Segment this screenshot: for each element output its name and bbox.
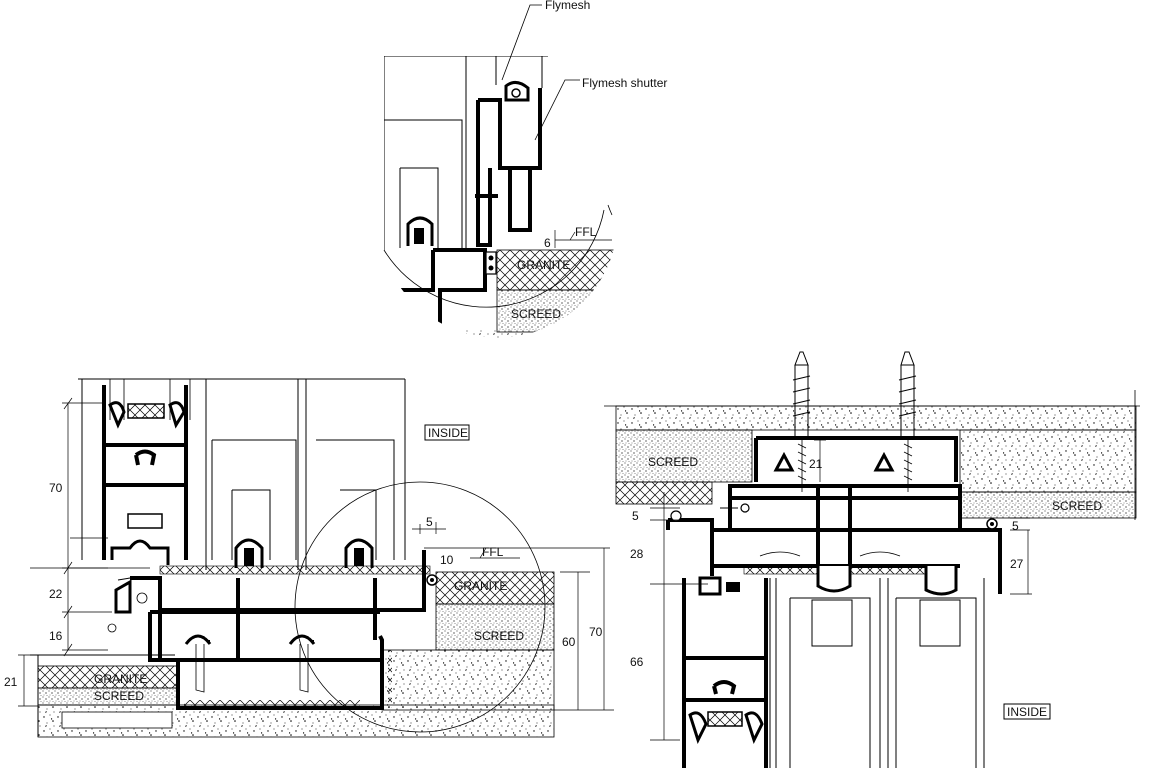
dim-left-5: 5 — [426, 515, 433, 529]
dim-left-70: 70 — [49, 481, 63, 495]
granite-label-left-low: GRANITE — [94, 672, 147, 686]
screed-label-right-1: SCREED — [648, 455, 698, 469]
head-detail-right: 21 5 28 66 5 27 SCREED SCREED INSIDE — [604, 351, 1140, 768]
dim-left-21: 21 — [4, 675, 18, 689]
dim-right-66: 66 — [630, 655, 644, 669]
screed-label-left-low: SCREED — [94, 689, 144, 703]
dim-right-5a: 5 — [632, 509, 639, 523]
screed-label-left: SCREED — [474, 629, 524, 643]
screed-label-right-2: SCREED — [1052, 499, 1102, 513]
dim-right-5b: 5 — [1012, 519, 1019, 533]
dim-left-10: 10 — [440, 553, 454, 567]
ffl-label-top: FFL — [575, 225, 597, 239]
ffl-label-left: FFL — [482, 545, 504, 559]
granite-label-left: GRANITE — [454, 579, 507, 593]
dim-left-60: 60 — [562, 635, 576, 649]
dim-left-16: 16 — [49, 629, 63, 643]
flymesh-detail: Flymesh Flymesh shutter FFL 6 GRANITE SC… — [383, 0, 667, 338]
granite-label-top: GRANITE — [517, 258, 570, 272]
dim-left-70b: 70 — [589, 625, 603, 639]
dim-left-22: 22 — [49, 587, 63, 601]
sill-detail-left: 70 22 16 21 5 10 FFL 60 70 GRANITE SCREE… — [4, 378, 614, 738]
inside-label-left: INSIDE — [428, 426, 468, 440]
flymesh-label: Flymesh — [545, 0, 590, 12]
dim-right-21: 21 — [809, 457, 823, 471]
flymesh-shutter-label: Flymesh shutter — [582, 76, 667, 90]
screed-label-top: SCREED — [511, 307, 561, 321]
dim-top-6: 6 — [544, 236, 551, 250]
dim-right-27: 27 — [1010, 557, 1024, 571]
inside-label-right: INSIDE — [1007, 705, 1047, 719]
dim-right-28: 28 — [630, 547, 644, 561]
